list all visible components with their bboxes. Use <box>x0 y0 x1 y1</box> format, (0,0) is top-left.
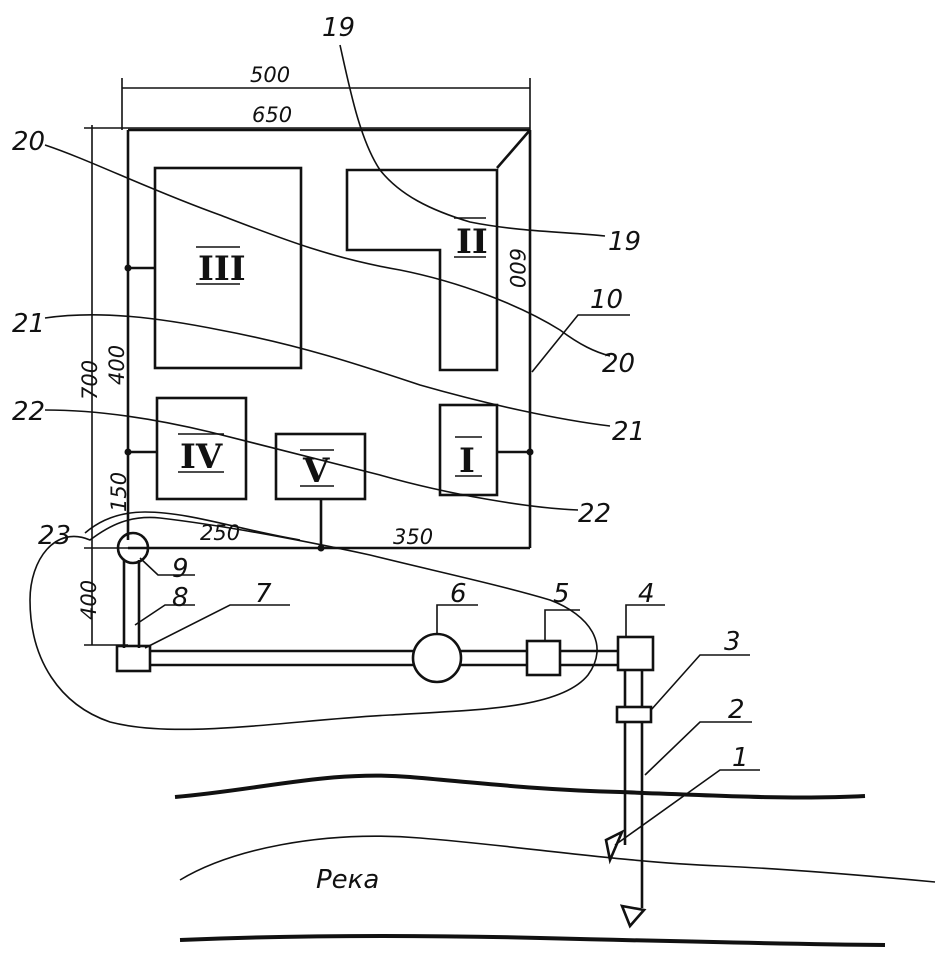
callout-19-top: 19 <box>322 13 355 43</box>
dim-500: 500 <box>250 63 290 87</box>
dim-350: 350 <box>393 525 433 549</box>
callout-21-right: 21 <box>612 417 645 447</box>
dim-400-lower: 400 <box>77 580 101 620</box>
dim-400-upper: 400 <box>105 345 129 385</box>
plot-2 <box>345 168 499 372</box>
plot-1 <box>438 403 499 497</box>
zone-label-1: I <box>459 441 475 481</box>
callout-4: 4 <box>638 579 655 609</box>
callout-2: 2 <box>728 695 745 725</box>
main-pipeline <box>122 560 644 908</box>
zone-label-4: IV <box>180 437 223 477</box>
node-4-box <box>616 635 655 672</box>
node-5-box <box>525 639 562 677</box>
river <box>174 773 936 947</box>
river-label: Река <box>316 865 379 895</box>
zone-label-3: III <box>198 249 246 289</box>
callout-8: 8 <box>172 583 189 613</box>
dim-700: 700 <box>78 360 102 400</box>
node-6-pump <box>411 632 463 684</box>
callout-19-right: 19 <box>608 227 641 257</box>
dimension-lines <box>84 78 531 646</box>
distribution-branches <box>124 264 534 552</box>
node-3-valve <box>615 705 653 724</box>
node-7-box <box>115 644 152 673</box>
callout-3: 3 <box>724 627 741 657</box>
zone-label-5: V <box>302 451 330 491</box>
equipment <box>115 531 655 929</box>
plot-4 <box>155 396 248 501</box>
field-boundary <box>126 128 532 550</box>
callout-22-left: 22 <box>12 397 45 427</box>
zone-label-2: II <box>456 222 488 262</box>
callout-22-right: 22 <box>578 499 611 529</box>
leader-lines <box>44 44 760 846</box>
callout-10: 10 <box>590 285 623 315</box>
callout-9: 9 <box>172 554 189 584</box>
callout-23: 23 <box>38 521 71 551</box>
dimension-labels: 500 650 700 400 150 250 350 600 400 <box>77 63 529 620</box>
callout-20-right: 20 <box>602 349 635 379</box>
intake-lower <box>619 904 647 929</box>
callout-7: 7 <box>255 579 272 609</box>
dim-600: 600 <box>505 248 529 288</box>
callout-labels: 19 19 20 20 21 21 22 22 23 10 9 8 7 6 5 … <box>12 13 749 773</box>
dim-650: 650 <box>252 103 292 127</box>
node-9-hydrant <box>116 531 150 565</box>
callout-6: 6 <box>450 579 467 609</box>
callout-21-left: 21 <box>12 309 45 339</box>
intake-upper <box>604 829 625 865</box>
callout-5: 5 <box>553 579 570 609</box>
zone-labels: III II IV V I <box>178 217 488 491</box>
callout-1: 1 <box>732 743 749 773</box>
callout-20-left: 20 <box>12 127 45 157</box>
